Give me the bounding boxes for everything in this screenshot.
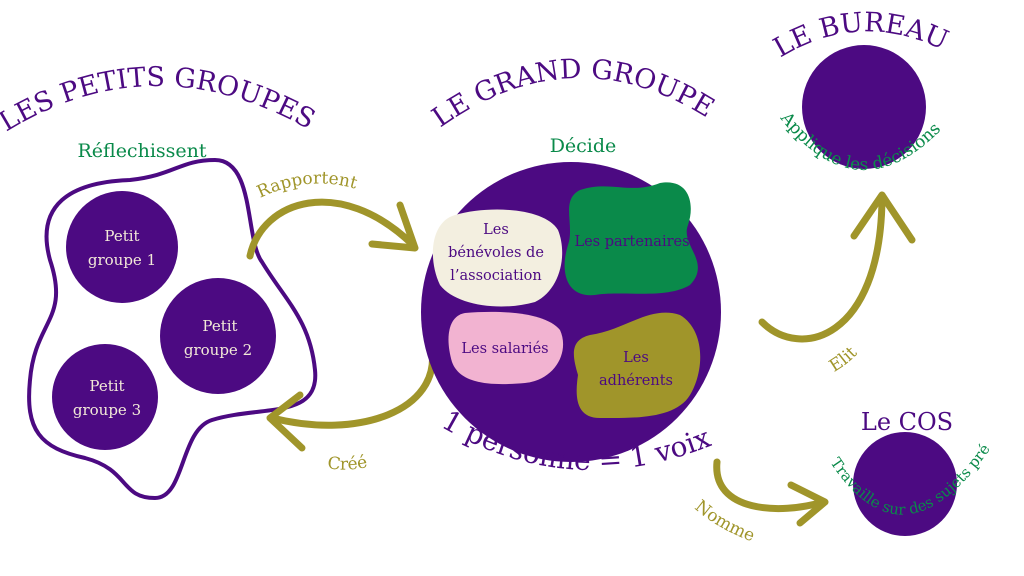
arrow-elit: Elit: [758, 191, 916, 377]
adherents-line2: adhérents: [599, 373, 673, 389]
petits-groupes-section: LES PETITS GROUPES Réflechissent Petit g…: [0, 62, 320, 501]
arrow-rapportent: Rapportent: [246, 168, 419, 260]
petit-groupe-2-line2: groupe 2: [184, 341, 252, 359]
arrow-nomme: Nomme: [691, 458, 829, 546]
petit-groupe-2-line1: Petit: [202, 317, 237, 335]
petit-groupe-3-line1: Petit: [89, 377, 124, 395]
bureau-circle: [802, 45, 926, 169]
petit-groupe-1: Petit groupe 1: [66, 191, 178, 303]
petit-groupe-3: Petit groupe 3: [52, 344, 158, 450]
benevoles-line2: bénévoles de: [448, 245, 544, 261]
salaries-label: Les salariés: [461, 341, 548, 357]
partenaires-label: Les partenaires: [574, 234, 689, 250]
benevoles-line1: Les: [483, 222, 509, 238]
cos-title: Le COS: [861, 408, 953, 436]
adherents-blob: [573, 312, 701, 419]
elit-label: Elit: [826, 343, 861, 377]
grand-groupe-subtitle: Décide: [550, 135, 617, 157]
benevoles-blob: [432, 209, 563, 307]
benevoles-line3: l’association: [450, 268, 541, 284]
petit-groupe-1-line2: groupe 1: [88, 251, 156, 269]
grand-groupe-title: LE GRAND GROUPE: [427, 54, 720, 134]
petits-groupes-title: LES PETITS GROUPES: [0, 62, 320, 138]
salaries-blob: [448, 311, 564, 385]
grand-groupe-section: LE GRAND GROUPE Décide Les bénévoles de …: [421, 54, 721, 477]
cree-label: Créé: [326, 452, 368, 474]
petit-groupe-2: Petit groupe 2: [160, 278, 276, 394]
arrow-cree: Créé: [266, 346, 436, 475]
petit-groupe-1-line1: Petit: [104, 227, 139, 245]
petits-groupes-outline: [27, 157, 318, 501]
petit-groupe-3-line2: groupe 3: [73, 401, 141, 419]
cos-circle: [853, 432, 957, 536]
partenaires-blob: [564, 182, 698, 296]
petits-groupes-subtitle: Réflechissent: [77, 140, 206, 162]
rapportent-label: Rapportent: [254, 168, 359, 202]
adherents-line1: Les: [623, 350, 649, 366]
bureau-section: LE BUREAU Applique les décisions: [768, 7, 952, 175]
